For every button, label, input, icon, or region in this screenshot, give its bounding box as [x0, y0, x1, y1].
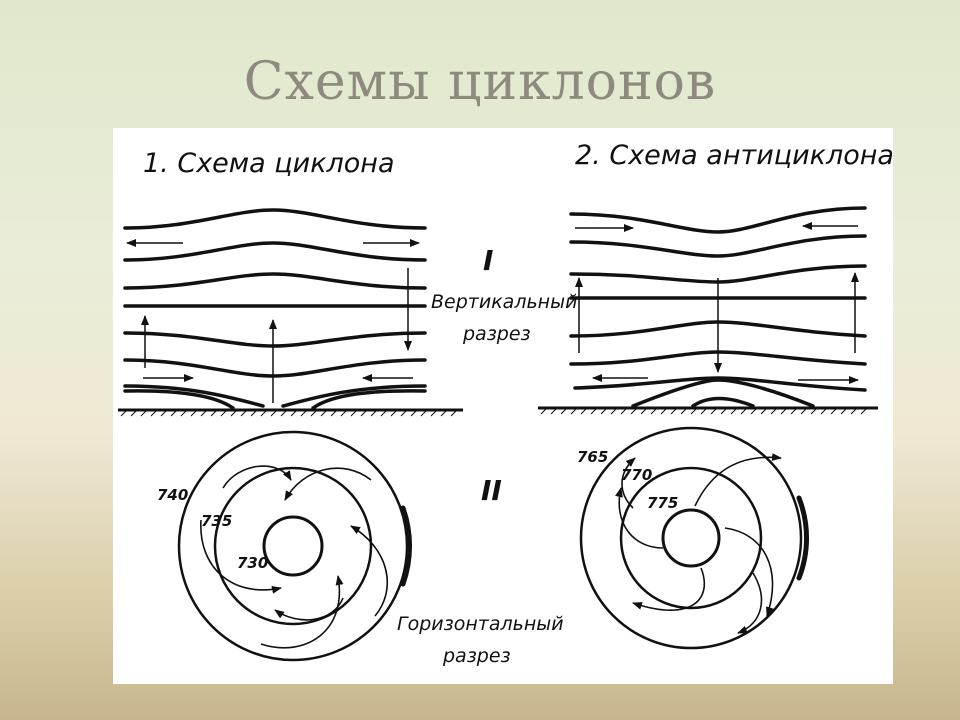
section-number-horizontal: II	[481, 474, 502, 507]
slide-title: Схемы циклонов	[243, 52, 717, 112]
cyclone-diagram-figure: 1. Схема циклона 2. Схема антициклона I …	[113, 128, 893, 684]
cyclone-ground-hatch	[120, 409, 458, 417]
cyclone-isobar-label-730: 730	[237, 554, 268, 572]
vertical-section-label-line2: разрез	[462, 323, 531, 345]
anticyclone-isobar-label-770: 770	[621, 466, 652, 484]
anticyclone-isobar-inner	[661, 508, 721, 568]
cyclone-title: 1. Схема циклона	[143, 148, 395, 179]
cyclone-isobar-inner	[262, 515, 324, 577]
cyclone-flow-arrows	[126, 239, 420, 403]
cyclone-horizontal-section: 740 735 730	[157, 430, 412, 662]
cyclone-isobar-outer-shade	[400, 505, 412, 587]
anticyclone-isobar-middle	[619, 466, 763, 610]
anticyclone-isobar-outer	[579, 426, 803, 650]
anticyclone-ground-hatch	[540, 407, 868, 415]
anticyclone-outflow-arrows	[615, 453, 782, 634]
cyclone-inflow-arrows	[200, 465, 389, 649]
anticyclone-title: 2. Схема антициклона	[575, 140, 893, 171]
anticyclone-isobar-label-765: 765	[577, 448, 608, 466]
vertical-section-label-line1: Вертикальный	[431, 291, 577, 313]
cyclone-vertical-section	[118, 208, 463, 417]
horizontal-section-label-line1: Горизонтальный	[397, 613, 564, 635]
horizontal-section-label-line2: разрез	[442, 645, 511, 667]
cyclone-isobar-label-740: 740	[157, 486, 188, 504]
anticyclone-horizontal-section: 765 770 775	[577, 426, 810, 650]
anticyclone-isobar-outer-shade	[796, 495, 810, 581]
anticyclone-vertical-section	[538, 206, 878, 415]
anticyclone-isobar-label-775: 775	[647, 494, 678, 512]
cyclone-isobar-middle	[213, 466, 373, 626]
section-number-vertical: I	[483, 244, 493, 277]
anticyclone-flow-arrows	[575, 222, 859, 384]
cyclone-isobar-outer	[177, 430, 409, 662]
diagram-svg: 1. Схема циклона 2. Схема антициклона I …	[118, 140, 893, 667]
cyclone-isobar-label-735: 735	[201, 512, 232, 530]
